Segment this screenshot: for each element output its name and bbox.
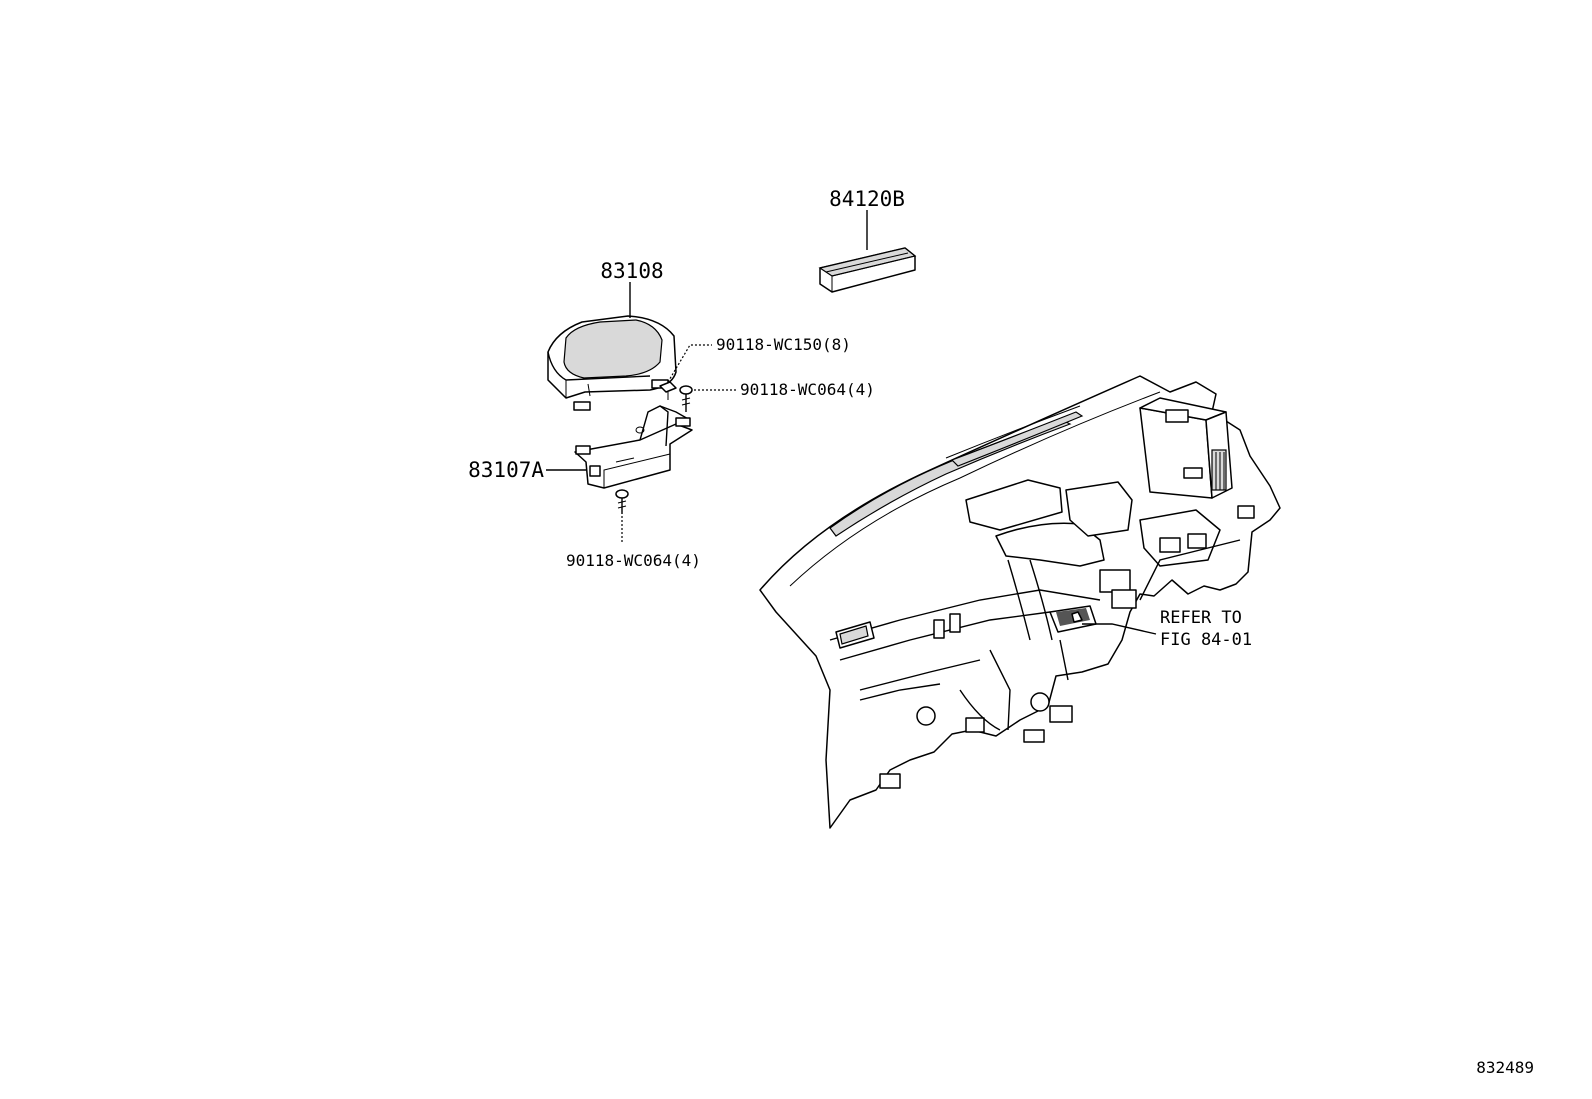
label-84120b: 84120B [829,187,905,211]
label-refer-line1: REFER TO [1160,608,1242,628]
screw-mid-drawing [679,385,693,412]
leader-90118-wc150 [667,344,712,383]
label-refer-line2: FIG 84-01 [1160,630,1252,650]
figure-id: 832489 [1476,1058,1534,1077]
label-90118-wc150: 90118-WC150(8) [716,335,851,354]
screw-bottom-drawing [615,489,629,514]
leader-refer-fig [1082,623,1157,635]
part-83108-drawing [547,315,677,411]
part-84120b-drawing [818,247,917,293]
part-83107a-drawing [574,405,693,489]
label-83108: 83108 [600,259,663,283]
label-83107a: 83107A [468,458,544,482]
label-90118-wc064-bottom: 90118-WC064(4) [566,551,701,570]
label-90118-wc064-mid: 90118-WC064(4) [740,380,875,399]
clip-90118-wc150-drawing [659,381,677,400]
instrument-panel-drawing [759,375,1281,829]
